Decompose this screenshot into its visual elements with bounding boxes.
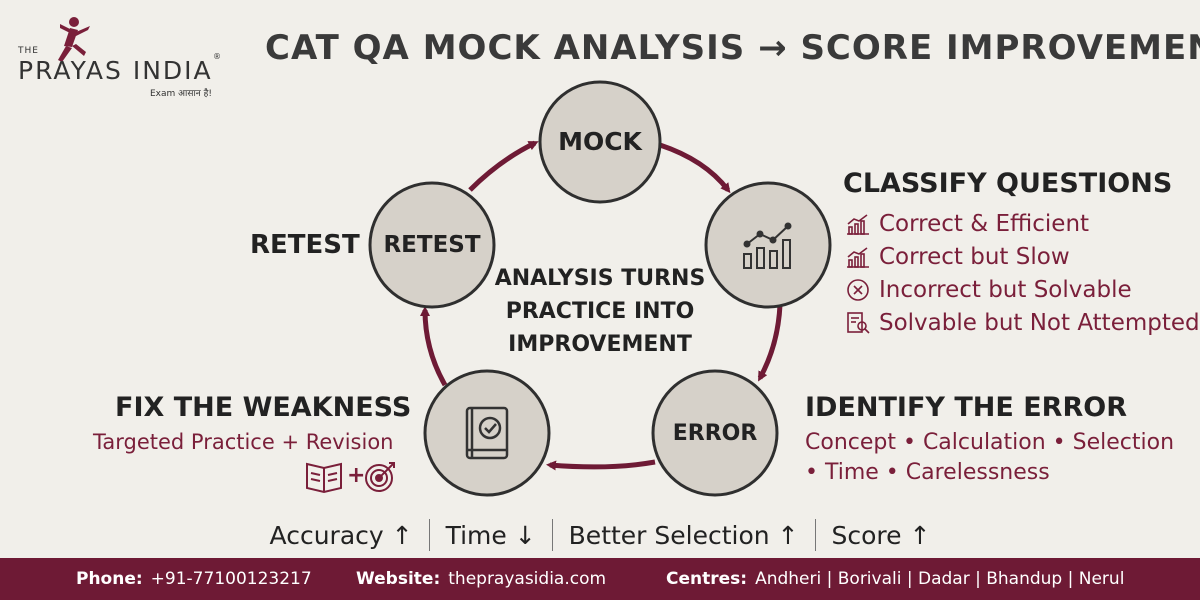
fix-sub: Targeted Practice + Revision xyxy=(93,430,394,454)
chart-icon xyxy=(847,213,869,235)
website-link[interactable]: theprayasidia.com xyxy=(448,569,607,589)
classify-heading: CLASSIFY QUESTIONS xyxy=(843,168,1173,199)
classify-item-label: Correct & Efficient xyxy=(879,210,1090,237)
error-label: ERROR xyxy=(672,421,758,446)
classify-item-label: Incorrect but Solvable xyxy=(879,276,1132,303)
centres-label: Centres: xyxy=(666,569,748,589)
website-label: Website: xyxy=(356,569,441,589)
retest-circle-label: RETEST xyxy=(383,232,481,258)
circle-fix xyxy=(423,369,551,497)
metric-accuracy: Accuracy ↑ xyxy=(269,520,413,550)
identify-heading: IDENTIFY THE ERROR xyxy=(805,392,1127,423)
page-title: CAT QA MOCK ANALYSIS → SCORE IMPROVEMENT xyxy=(265,28,1200,68)
arrow-fix-to-retest xyxy=(420,306,448,387)
arrow-error-to-fix xyxy=(546,459,656,471)
cross-circle-icon xyxy=(847,278,869,301)
list-item: Solvable but Not Attempted xyxy=(845,306,1200,339)
centres-value: Andheri | Borivali | Dadar | Bhandup | N… xyxy=(755,569,1125,589)
circle-retest xyxy=(368,181,496,309)
center-line-3: IMPROVEMENT xyxy=(508,332,692,357)
phone-label: Phone: xyxy=(76,569,143,589)
metric-selection: Better Selection ↑ xyxy=(568,520,799,550)
list-item: Correct but Slow xyxy=(845,240,1200,273)
footer-website: Website: theprayasidia.com xyxy=(356,569,606,589)
classify-item-label: Correct but Slow xyxy=(879,243,1070,270)
footer-bar: Phone: +91-7710012321​7 Website: theprayas… xyxy=(0,558,1200,600)
document-search-icon xyxy=(847,311,870,334)
classify-item-label: Solvable but Not Attempted xyxy=(879,309,1200,336)
metrics-row: Accuracy ↑ Time ↓ Better Selection ↑ Sco… xyxy=(0,515,1200,555)
metric-time: Time ↓ xyxy=(445,520,536,550)
fix-plus: + xyxy=(347,463,366,488)
list-item: Incorrect but Solvable xyxy=(845,273,1200,306)
logo-figure-icon xyxy=(58,17,90,62)
logo: THE PRAYAS INDIA ® Exam आसान है! xyxy=(18,14,228,104)
circle-mock xyxy=(538,80,662,204)
book-open-icon xyxy=(306,462,342,494)
center-line-2: PRACTICE INTO xyxy=(505,299,695,324)
metric-divider xyxy=(428,519,430,551)
chart-icon xyxy=(743,222,792,269)
fix-heading: FIX THE WEAKNESS xyxy=(115,392,412,423)
logo-registered: ® xyxy=(213,52,221,61)
identify-line-2: • Time • Carelessness xyxy=(805,460,1050,485)
logo-word: PRAYAS INDIA xyxy=(18,56,213,85)
arrow-retest-to-mock xyxy=(468,140,539,192)
retest-heading: RETEST xyxy=(250,230,360,260)
metric-divider xyxy=(551,519,553,551)
footer-centres: Centres: Andheri | Borivali | Dadar | Bha… xyxy=(666,569,1124,589)
identify-line-1: Concept • Calculation • Selection xyxy=(805,430,1175,455)
book-check-icon xyxy=(465,406,509,460)
arrow-classify-to-error xyxy=(757,304,783,382)
phone-value[interactable]: +91-7710012321​7 xyxy=(150,569,312,589)
center-line-1: ANALYSIS TURNS xyxy=(494,266,706,291)
target-icon xyxy=(365,462,395,492)
chart-icon xyxy=(847,246,869,268)
circle-error xyxy=(651,369,779,497)
arrow-mock-to-classify xyxy=(659,142,731,194)
logo-tagline: Exam आसान है! xyxy=(150,89,213,99)
metric-score: Score ↑ xyxy=(831,520,931,550)
metric-divider xyxy=(814,519,816,551)
footer-phone: Phone: +91-7710012321​7 xyxy=(76,569,312,589)
logo-the: THE xyxy=(18,46,39,56)
list-item: Correct & Efficient xyxy=(845,207,1200,240)
classify-list: Correct & Efficient Correct but Slow Inc… xyxy=(845,207,1200,339)
mock-label: MOCK xyxy=(558,127,642,156)
circle-classify xyxy=(704,181,832,309)
center-text: ANALYSIS TURNS PRACTICE INTO IMPROVEMENT xyxy=(480,262,720,361)
